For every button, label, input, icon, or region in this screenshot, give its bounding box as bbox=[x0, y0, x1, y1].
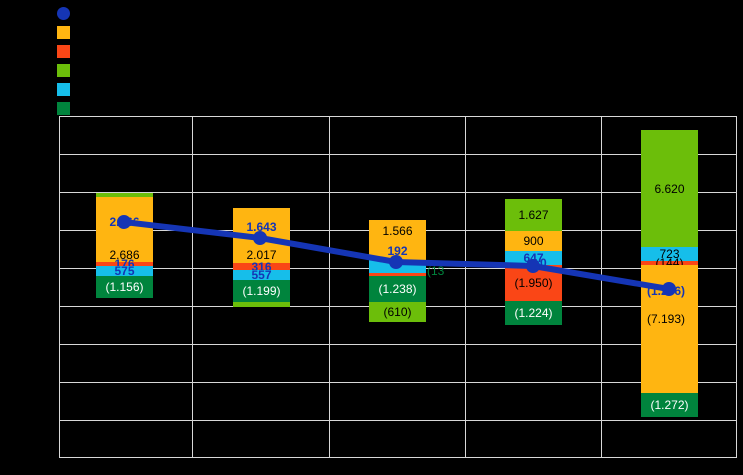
line-value-label-bar4: 0 bbox=[540, 256, 547, 270]
gridline-horizontal bbox=[59, 382, 737, 383]
bar-value-label: 1.627 bbox=[518, 208, 549, 222]
bar-segment-orange-line-label: 192 bbox=[369, 242, 426, 260]
bar-segment-darkgreen: (1.199) bbox=[233, 280, 290, 302]
bar-segment-lightgreen: 1.627 bbox=[505, 199, 562, 231]
line-value-label: 192 bbox=[387, 244, 408, 258]
bar-value-label: 2.017 bbox=[246, 247, 277, 262]
gridline-horizontal bbox=[59, 420, 737, 421]
bar-segment-cyan: 557 bbox=[233, 269, 290, 281]
bar-value-label: 2.366 bbox=[109, 215, 140, 229]
bar-segment-lightgreen bbox=[96, 193, 153, 197]
bar-segment-darkgreen: (1.156) bbox=[96, 276, 153, 298]
bar-value-label: (1.950) bbox=[514, 276, 553, 290]
plot-border bbox=[59, 116, 737, 458]
legend-item[interactable] bbox=[57, 80, 177, 99]
gridline-vertical bbox=[192, 116, 193, 458]
legend-marker-cyan-icon bbox=[57, 83, 70, 96]
bar-segment-orange: 1.566 bbox=[369, 220, 426, 242]
gridline-vertical bbox=[601, 116, 602, 458]
bar-segment-cyan bbox=[369, 260, 426, 273]
gridline-vertical bbox=[465, 116, 466, 458]
obscured-label-2: (13 bbox=[427, 264, 445, 278]
bar-value-label: (1.238) bbox=[378, 282, 417, 296]
bar-value-label: (1.272) bbox=[650, 398, 689, 412]
bar-value-label: (1.199) bbox=[242, 284, 281, 298]
gridline-horizontal bbox=[59, 154, 737, 155]
stacked-bar-1[interactable]: 2.366 2.686 176 575 (1.156) bbox=[96, 193, 153, 298]
bar-segment-darkgreen: (1.238) bbox=[369, 276, 426, 302]
bar-value-label-orange-bar5: (7.193) bbox=[647, 312, 686, 326]
stacked-bar-2[interactable]: 1.643 2.017 316 557 (1.199) bbox=[233, 208, 290, 307]
gridline-horizontal bbox=[59, 192, 737, 193]
legend-marker-line-icon bbox=[57, 7, 70, 20]
obscured-label-1: 1.2 bbox=[338, 253, 355, 267]
bar-value-label: 1.566 bbox=[382, 224, 413, 238]
stacked-bar-4[interactable]: 1.627 900 647 (1.950) (1.224) bbox=[505, 199, 562, 325]
bar-segment-lightgreen: 6.620 bbox=[641, 130, 698, 247]
bar-value-label: 6.620 bbox=[654, 181, 685, 196]
legend-marker-orange-icon bbox=[57, 26, 70, 39]
legend-item[interactable] bbox=[57, 4, 177, 23]
bar-value-label: 1.643 bbox=[246, 220, 277, 234]
bar-segment-orange: 2.366 bbox=[96, 197, 153, 247]
bar-segment-darkgreen: (1.272) bbox=[641, 393, 698, 417]
bar-value-label: (610) bbox=[383, 305, 412, 319]
legend-item[interactable] bbox=[57, 61, 177, 80]
legend-marker-lightgreen-icon bbox=[57, 64, 70, 77]
bar-segment-lightgreen: (610) bbox=[369, 302, 426, 322]
gridline-horizontal bbox=[59, 344, 737, 345]
plot-area: 2.366 2.686 176 575 (1.156) 1.643 2.017 bbox=[59, 116, 737, 458]
bar-segment-red: (1.950) bbox=[505, 265, 562, 301]
bar-segment-orange: 900 bbox=[505, 231, 562, 251]
line-value-label-bar5: (1.266) bbox=[647, 284, 686, 298]
bar-value-label: 900 bbox=[523, 234, 544, 248]
legend-item[interactable] bbox=[57, 42, 177, 61]
stacked-bar-3[interactable]: 1.566 192 (1.238) (610) bbox=[369, 220, 426, 322]
bar-segment-darkgreen: (1.224) bbox=[505, 301, 562, 325]
bar-segment-lightgreen bbox=[233, 302, 290, 307]
bar-segment-orange: 1.643 bbox=[233, 208, 290, 246]
chart-legend bbox=[57, 4, 177, 118]
legend-item[interactable] bbox=[57, 99, 177, 118]
stacked-bar-5[interactable]: 6.620 723 (144) (1.272) bbox=[641, 130, 698, 420]
bar-value-label: (1.156) bbox=[105, 280, 144, 294]
legend-item[interactable] bbox=[57, 23, 177, 42]
bar-segment-cyan: 575 bbox=[96, 265, 153, 277]
gridline-vertical bbox=[329, 116, 330, 458]
bar-value-label: (1.224) bbox=[514, 306, 553, 320]
legend-marker-darkgreen-icon bbox=[57, 102, 70, 115]
legend-marker-red-icon bbox=[57, 45, 70, 58]
bar-segment-cyan: 647 bbox=[505, 251, 562, 265]
